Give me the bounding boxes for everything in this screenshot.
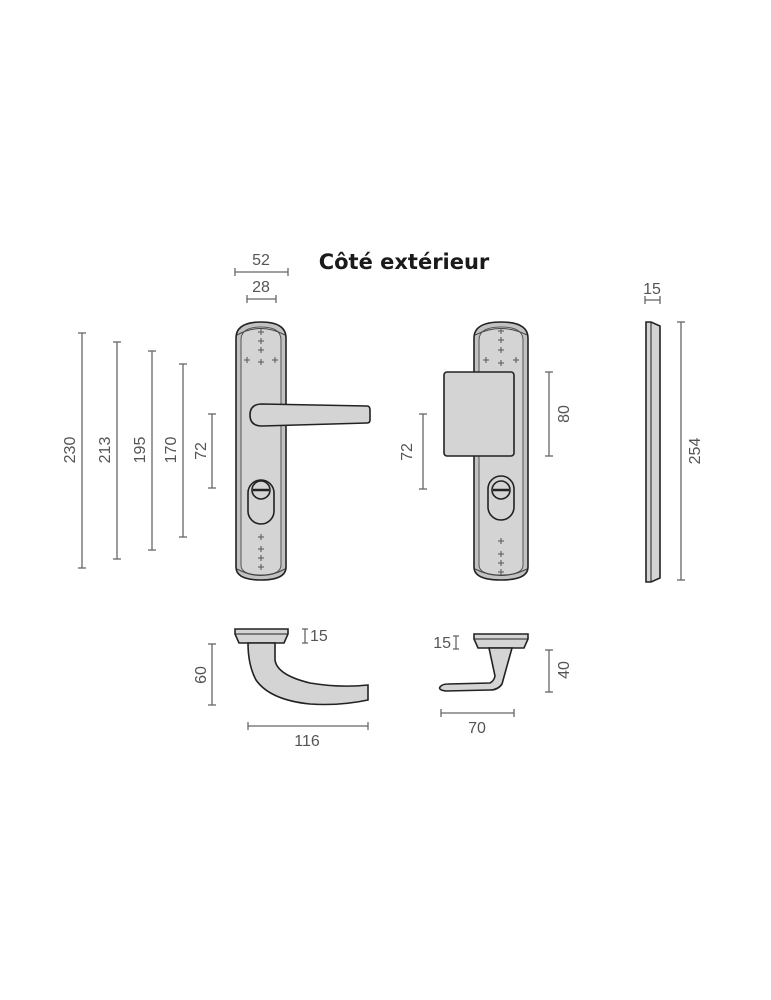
svg-text:15: 15: [310, 628, 328, 645]
lever-top-view: [234, 628, 369, 706]
short-lever-top-view: [438, 633, 529, 692]
projection-dimension-40: 40: [545, 649, 573, 693]
decorative-crosses-bottom: [258, 534, 264, 570]
svg-text:195: 195: [132, 437, 149, 464]
right-handle-plate: [443, 321, 529, 581]
length-dimension-70: 70: [440, 709, 515, 737]
svg-text:80: 80: [556, 405, 573, 423]
svg-text:52: 52: [252, 252, 270, 269]
lever-handle: [249, 403, 371, 427]
height-dimension-80: 80: [545, 371, 573, 457]
svg-text:72: 72: [193, 442, 210, 460]
thickness-dimension-15: 15: [643, 281, 661, 304]
left-handle-plate: [235, 321, 371, 581]
svg-text:60: 60: [193, 666, 210, 684]
height-dimension-230: 230: [62, 332, 86, 569]
decorative-crosses-top: [483, 328, 519, 366]
svg-text:70: 70: [468, 720, 486, 737]
height-dimension-72-left: 72: [193, 413, 216, 489]
drawing-title: Côté extérieur: [319, 250, 490, 274]
svg-text:116: 116: [294, 733, 320, 750]
knob-block: [443, 371, 515, 457]
height-dimension-195: 195: [132, 350, 156, 551]
decorative-crosses-top: [244, 329, 278, 365]
height-dimension-170: 170: [163, 363, 187, 538]
svg-text:72: 72: [399, 443, 416, 461]
svg-text:28: 28: [252, 279, 270, 296]
svg-text:15: 15: [643, 281, 661, 298]
height-dimension-72-right: 72: [399, 413, 427, 490]
svg-text:230: 230: [62, 437, 79, 464]
svg-text:40: 40: [556, 661, 573, 679]
width-dimension-28: 28: [246, 279, 277, 303]
side-profile-plate: [645, 321, 661, 583]
svg-text:213: 213: [97, 437, 114, 464]
svg-text:15: 15: [433, 635, 451, 652]
svg-text:254: 254: [687, 438, 704, 465]
width-dimension-52: 52: [234, 252, 289, 276]
height-dimension-213: 213: [97, 341, 121, 560]
decorative-crosses-bottom: [498, 538, 504, 575]
projection-dimension-60: 60: [193, 643, 216, 706]
rosette-dimension-15-left: 15: [302, 628, 328, 645]
svg-text:170: 170: [163, 437, 180, 464]
rosette-dimension-15-right: 15: [433, 635, 459, 652]
height-dimension-254: 254: [677, 321, 704, 581]
length-dimension-116: 116: [247, 722, 369, 750]
